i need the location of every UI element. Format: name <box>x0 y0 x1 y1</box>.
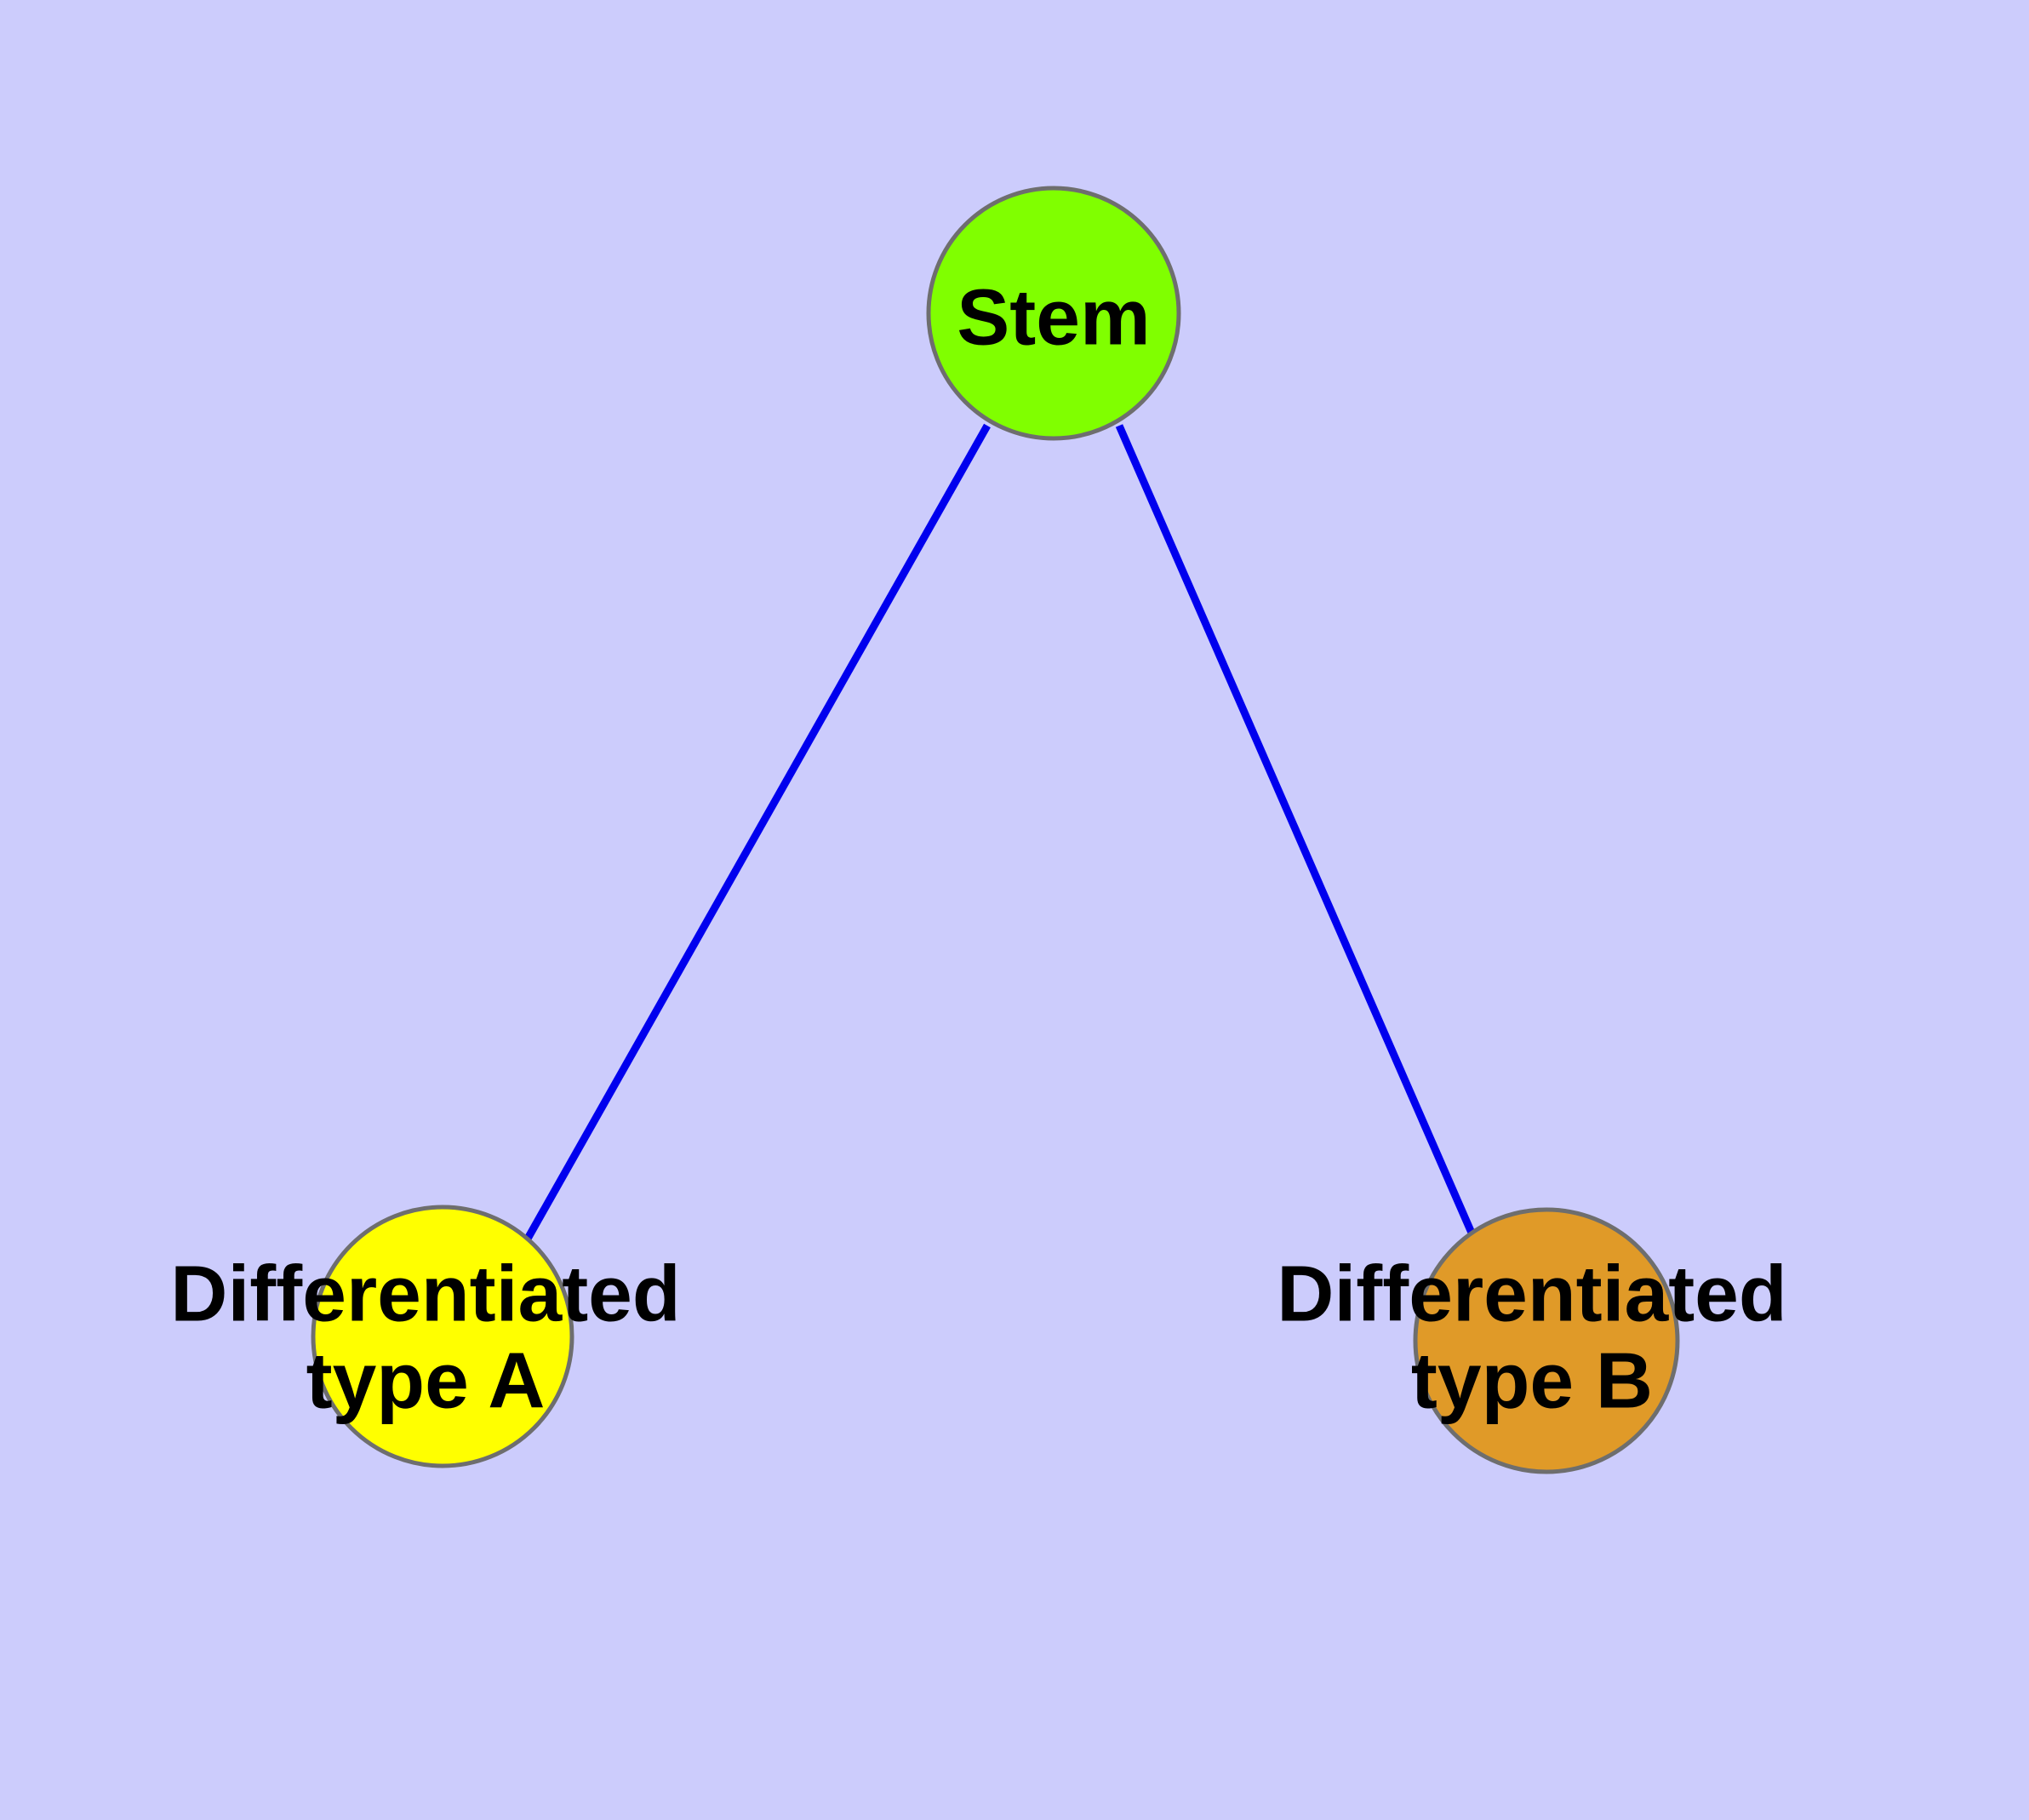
edge-stem-to-differentiated-type-b[interactable] <box>1115 424 1478 1240</box>
edge-stem-to-differentiated-type-a[interactable] <box>524 423 991 1241</box>
node-differentiated-type-b[interactable]: Differentiated type B <box>1277 1207 1787 1474</box>
node-stem-label: Stem <box>957 273 1150 362</box>
node-differentiated-type-a-label-line1: Differentiated <box>170 1250 680 1338</box>
node-differentiated-type-b-circle[interactable] <box>1413 1207 1680 1474</box>
node-stem[interactable]: Stem <box>926 186 1181 441</box>
node-stem-circle[interactable] <box>926 186 1181 441</box>
node-differentiated-type-b-label-line1: Differentiated <box>1277 1250 1786 1338</box>
node-differentiated-type-a-label-line2: type A <box>306 1336 546 1425</box>
edge-layer <box>524 423 1478 1241</box>
node-differentiated-type-b-label-line2: type B <box>1411 1336 1653 1425</box>
node-differentiated-type-a[interactable]: Differentiated type A <box>170 1205 681 1468</box>
node-differentiated-type-a-circle[interactable] <box>311 1205 574 1468</box>
